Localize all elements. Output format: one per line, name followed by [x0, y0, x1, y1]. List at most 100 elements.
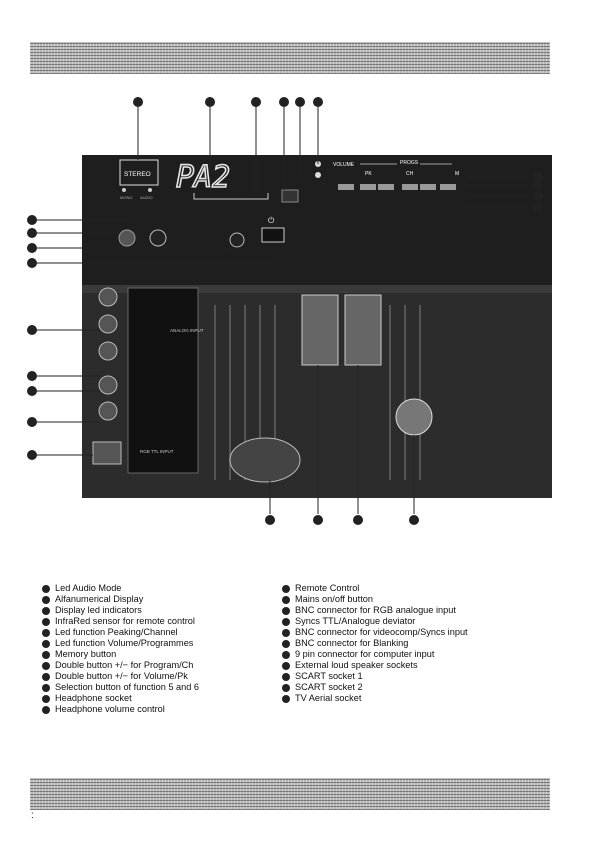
number-bullet-icon	[42, 672, 50, 681]
number-bullet-icon	[42, 584, 50, 593]
legend-text: Mains on/off button	[295, 594, 373, 604]
button-selection	[338, 184, 354, 190]
legend-item: InfraRed sensor for remote control	[42, 616, 199, 627]
loudspeaker-socket	[229, 437, 301, 483]
number-bullet-icon	[282, 672, 290, 681]
led-mono	[122, 188, 126, 192]
stereo-label: STEREO	[124, 171, 151, 178]
callout-lines	[36, 106, 535, 514]
legend-text: Led function Peaking/Channel	[55, 627, 178, 637]
edge-mark: :	[31, 810, 34, 821]
button-plus-vol	[378, 184, 394, 190]
header-band	[30, 42, 550, 74]
legend-item: Led function Volume/Programmes	[42, 638, 199, 649]
legend-text: InfraRed sensor for remote control	[55, 616, 195, 626]
display-bracket	[193, 193, 269, 200]
legend-text: Alfanumerical Display	[55, 594, 144, 604]
legend-text: Selection button of function 5 and 6	[55, 682, 200, 692]
legend-item: Selection button of function 5 and 6	[42, 682, 199, 693]
legend-item: Headphone volume control	[42, 704, 199, 715]
number-bullet-icon	[282, 683, 290, 692]
legend-item: Remote Control	[282, 583, 468, 594]
legend-text: Led Audio Mode	[55, 583, 122, 593]
ch-label: CH	[406, 171, 414, 177]
legend-item: BNC connector for videocomp/Syncs input	[282, 627, 468, 638]
remote-control-socket	[229, 232, 245, 248]
headphone-volume-knob	[118, 229, 136, 247]
legend-text: Headphone volume control	[55, 704, 165, 714]
legend-text: Remote Control	[295, 583, 360, 593]
panel-divider	[82, 285, 552, 293]
alphanumeric-display: PA2	[176, 160, 230, 195]
button-plus-prog	[420, 184, 436, 190]
tv-aerial-socket	[395, 398, 433, 436]
button-memory	[440, 184, 456, 190]
pk-label: PK	[365, 171, 372, 177]
legend-item: Double button +/− for Program/Ch	[42, 660, 199, 671]
legend-item: Memory button	[42, 649, 199, 660]
legend-item: 9 pin connector for computer input	[282, 649, 468, 660]
led-audio	[148, 188, 152, 192]
legend-item: Double button +/− for Volume/Pk	[42, 671, 199, 682]
legend-item: BNC connector for RGB analogue input	[282, 605, 468, 616]
m-label: M	[455, 171, 459, 177]
led-pk	[315, 172, 321, 178]
number-bullet-icon	[282, 628, 290, 637]
legend-text: Headphone socket	[55, 693, 132, 703]
number-bullet-icon	[42, 606, 50, 615]
stereo-led-box	[119, 159, 159, 186]
scart-socket-1	[301, 294, 339, 366]
number-bullet-icon	[282, 694, 290, 703]
legend-item: Led function Peaking/Channel	[42, 627, 199, 638]
legend-text: Led function Volume/Programmes	[55, 638, 194, 648]
number-bullet-icon	[42, 650, 50, 659]
number-bullet-icon	[42, 595, 50, 604]
rgb-ttl-label: RGB TTL INPUT	[140, 449, 174, 454]
number-bullet-icon	[42, 683, 50, 692]
button-minus-prog	[402, 184, 418, 190]
bnc-connectors	[98, 287, 118, 421]
legend-text: SCART socket 1	[295, 671, 363, 681]
volume-label: VOLUME	[333, 162, 355, 168]
legend-text: BNC connector for Blanking	[295, 638, 409, 648]
legend-text: BNC connector for videocomp/Syncs input	[295, 627, 468, 637]
number-bullet-icon	[42, 694, 50, 703]
mains-button	[261, 227, 285, 243]
legend-item: Mains on/off button	[282, 594, 468, 605]
number-bullet-icon	[42, 628, 50, 637]
tv-rear-panel-diagram: STEREO MONO AUDIO PA2 VOLUME PROGS PK CH…	[27, 97, 552, 525]
analog-input-label: ANALOG INPUT	[170, 328, 204, 333]
number-bullet-icon	[42, 661, 50, 670]
number-bullet-icon	[282, 639, 290, 648]
legend-text: Double button +/− for Volume/Pk	[55, 671, 188, 681]
legend-item: BNC connector for Blanking	[282, 638, 468, 649]
progs-label: PROGS	[400, 160, 419, 166]
number-bullet-icon	[42, 617, 50, 626]
number-bullet-icon	[282, 606, 290, 615]
legend-text: External loud speaker sockets	[295, 660, 418, 670]
headphone-socket	[149, 229, 167, 247]
number-bullet-icon	[282, 595, 290, 604]
number-bullet-icon	[282, 617, 290, 626]
legend-item: Syncs TTL/Analogue deviator	[282, 616, 468, 627]
legend-item: Led Audio Mode	[42, 583, 199, 594]
ir-sensor	[281, 189, 299, 203]
mono-label: MONO	[120, 195, 132, 200]
power-symbol: ⏻	[268, 216, 275, 225]
legend-text: TV Aerial socket	[295, 693, 362, 703]
legend-item: Alfanumerical Display	[42, 594, 199, 605]
legend-item: Headphone socket	[42, 693, 199, 704]
number-bullet-icon	[42, 705, 50, 714]
number-bullet-icon	[282, 661, 290, 670]
number-bullet-icon	[42, 639, 50, 648]
number-bullet-icon	[282, 650, 290, 659]
button-minus-vol	[360, 184, 376, 190]
footer-band	[30, 778, 550, 810]
nine-pin-connector	[92, 441, 122, 465]
legend-item: SCART socket 1	[282, 671, 468, 682]
input-panel	[127, 287, 199, 474]
audio-label: AUDIO	[140, 195, 153, 200]
scart-socket-2	[344, 294, 382, 366]
